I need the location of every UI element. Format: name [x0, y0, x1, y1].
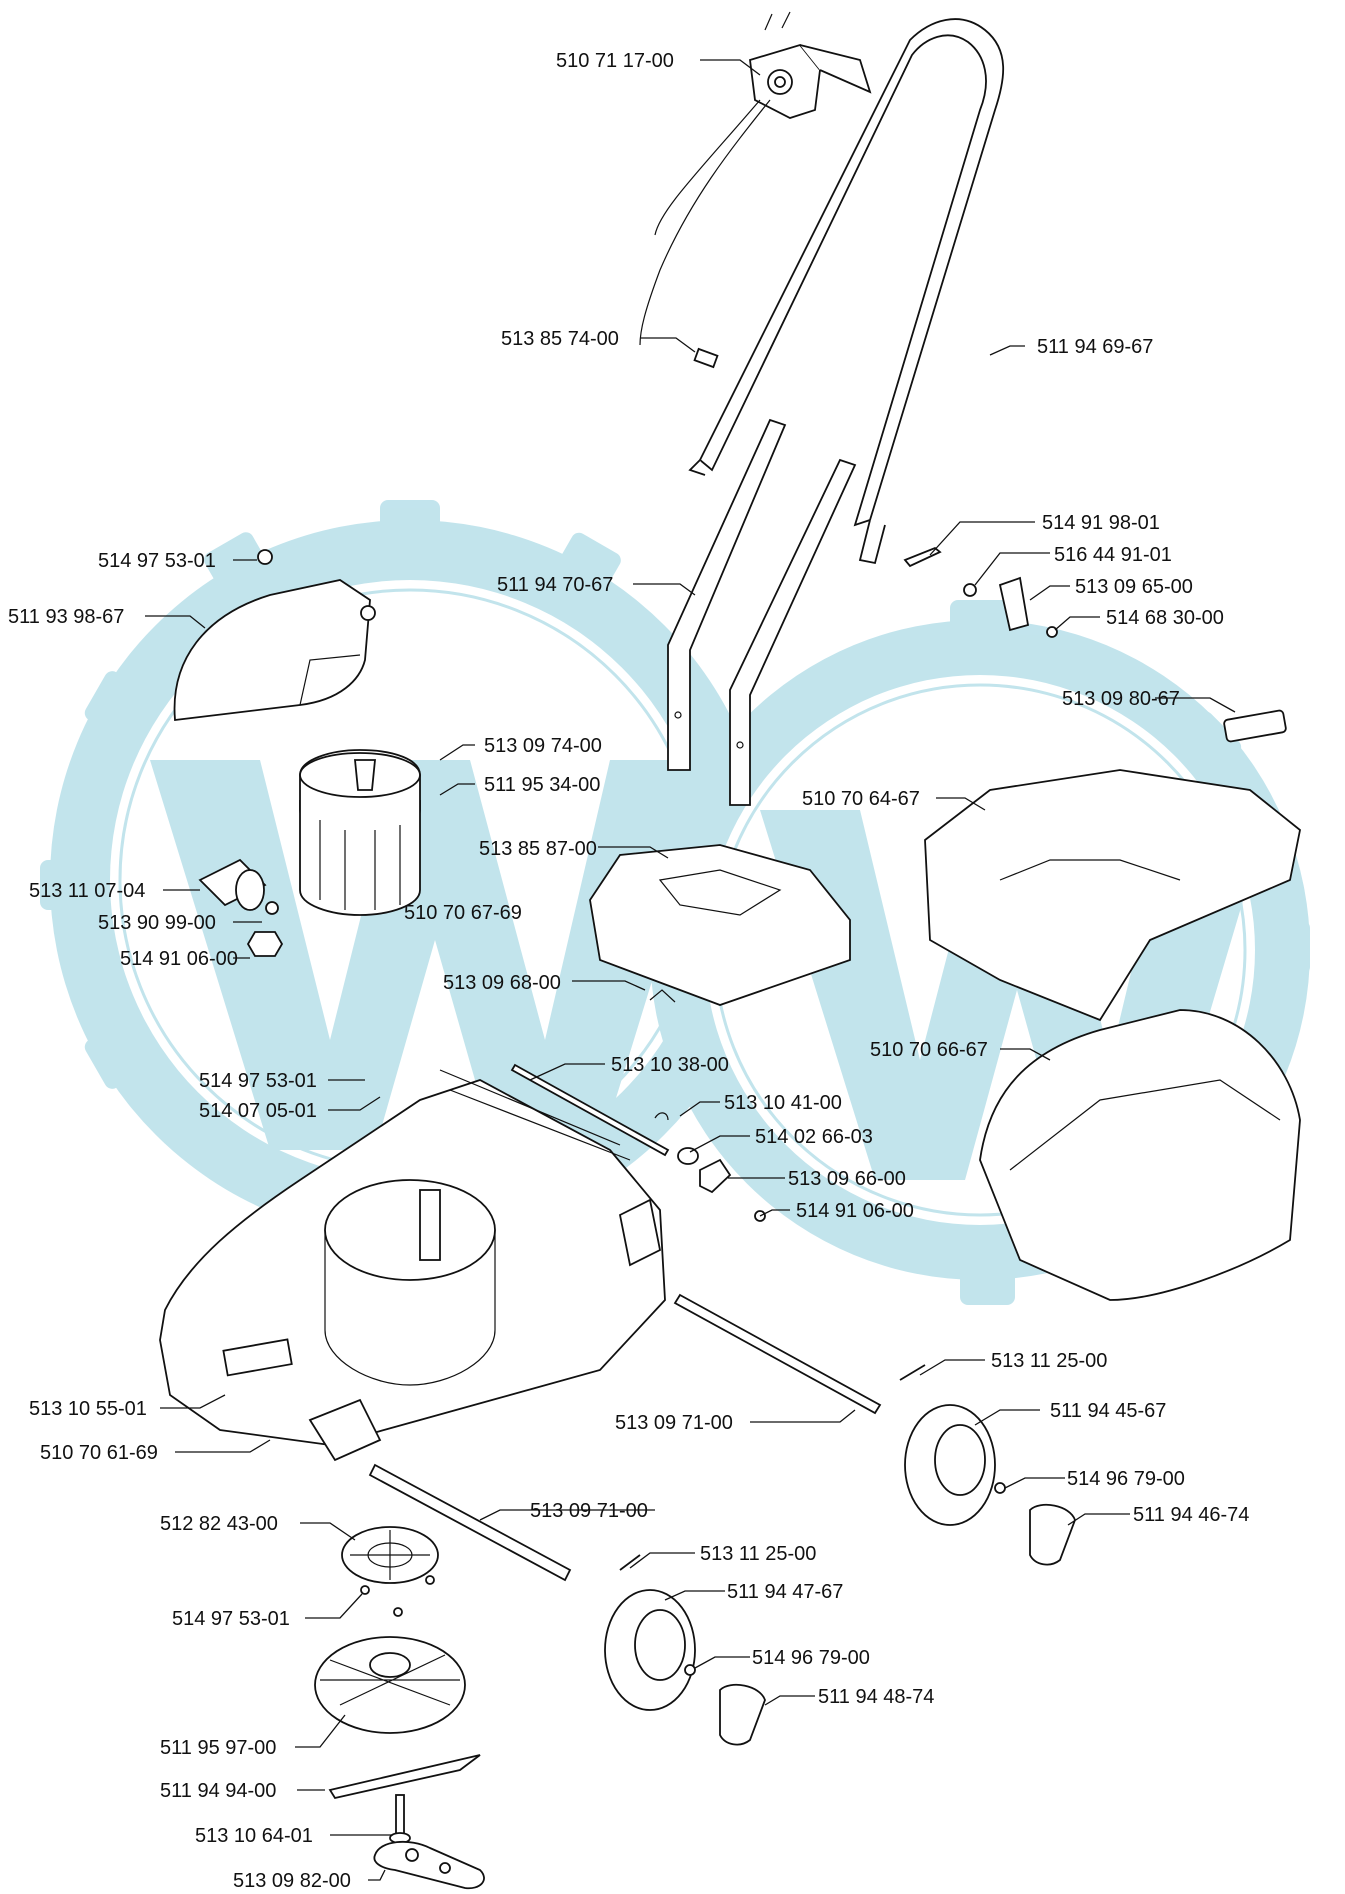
- part-label: 510 70 64-67: [802, 788, 920, 810]
- part-label: 514 97 53-01: [98, 550, 216, 572]
- part-label: 513 10 55-01: [29, 1398, 147, 1420]
- part-label: 510 70 67-69: [404, 902, 522, 924]
- axle-rear: [673, 1293, 882, 1415]
- mower-deck: [159, 1069, 666, 1462]
- part-label: 513 09 82-00: [233, 1870, 351, 1892]
- part-label: 510 70 66-67: [870, 1039, 988, 1061]
- part-label: 513 09 68-00: [443, 972, 561, 994]
- spanner-tool: [373, 1840, 485, 1890]
- part-label: 514 68 30-00: [1106, 607, 1224, 629]
- part-label: 514 97 53-01: [172, 1608, 290, 1630]
- part-label: 513 11 25-00: [700, 1543, 816, 1565]
- part-label: 513 09 74-00: [484, 735, 602, 757]
- grass-bag: [979, 1009, 1301, 1301]
- part-label: 511 95 34-00: [484, 774, 600, 796]
- axle-front: [368, 1463, 572, 1582]
- cable-clip: [693, 347, 719, 369]
- grass-bag-frame: [924, 709, 1301, 1022]
- rear-wheel: [899, 1364, 1076, 1566]
- part-label: 512 82 43-00: [160, 1513, 278, 1535]
- part-label: 513 10 41-00: [724, 1092, 842, 1114]
- leader-lines: [145, 59, 1236, 1881]
- upper-handle: [688, 18, 1005, 565]
- part-label: 513 90 99-00: [98, 912, 216, 934]
- part-label: 513 10 38-00: [611, 1054, 729, 1076]
- part-label: 513 11 25-00: [991, 1350, 1107, 1372]
- part-label: 513 85 87-00: [479, 838, 597, 860]
- part-label: 513 09 71-00: [530, 1500, 648, 1522]
- motor-cover: [173, 549, 376, 722]
- part-label: 514 96 79-00: [1067, 1468, 1185, 1490]
- part-label: 513 11 07-04: [29, 880, 145, 902]
- part-label: 511 94 46-74: [1133, 1504, 1249, 1526]
- part-drawings: [159, 11, 1301, 1890]
- fan-hub: [341, 1526, 439, 1584]
- lower-handles: [667, 418, 857, 806]
- part-label: 513 09 71-00: [615, 1412, 733, 1434]
- part-label: 510 71 17-00: [556, 50, 674, 72]
- front-wheel: [604, 1554, 766, 1746]
- cutting-blade: [328, 1754, 481, 1800]
- watermark-w-shape: [150, 760, 720, 1150]
- part-label: 516 44 91-01: [1054, 544, 1172, 566]
- part-label: 511 94 45-67: [1050, 1400, 1166, 1422]
- cooling-fan: [314, 1575, 466, 1734]
- part-label: 513 09 65-00: [1075, 576, 1193, 598]
- part-label: 514 96 79-00: [752, 1647, 870, 1669]
- part-label: 514 02 66-03: [755, 1126, 873, 1148]
- part-label: 514 91 06-00: [120, 948, 238, 970]
- part-label: 511 94 47-67: [727, 1581, 843, 1603]
- part-label: 513 09 80-67: [1062, 688, 1180, 710]
- bag-lid: [589, 844, 851, 1006]
- part-labels: 510 71 17-00 513 85 74-00 511 94 69-67 5…: [8, 50, 1249, 1892]
- switch-box: [639, 11, 872, 346]
- part-label: 511 94 69-67: [1037, 336, 1153, 358]
- part-label: 511 94 70-67: [497, 574, 613, 596]
- part-label: 513 09 66-00: [788, 1168, 906, 1190]
- part-label: 514 97 53-01: [199, 1070, 317, 1092]
- part-label: 511 95 97-00: [160, 1737, 276, 1759]
- part-label: 514 07 05-01: [199, 1100, 317, 1122]
- part-label: 514 91 98-01: [1042, 512, 1160, 534]
- part-label: 513 85 74-00: [501, 328, 619, 350]
- motor: [299, 749, 421, 916]
- capacitor: [198, 858, 284, 957]
- part-label: 513 10 64-01: [195, 1825, 313, 1847]
- part-label: 511 94 48-74: [818, 1686, 934, 1708]
- part-label: 510 70 61-69: [40, 1442, 158, 1464]
- part-label: 514 91 06-00: [796, 1200, 914, 1222]
- part-label: 511 93 98-67: [8, 606, 124, 628]
- handle-knob-assembly: [903, 546, 1058, 638]
- blade-bolt: [389, 1794, 411, 1844]
- part-label: 511 94 94-00: [160, 1780, 276, 1802]
